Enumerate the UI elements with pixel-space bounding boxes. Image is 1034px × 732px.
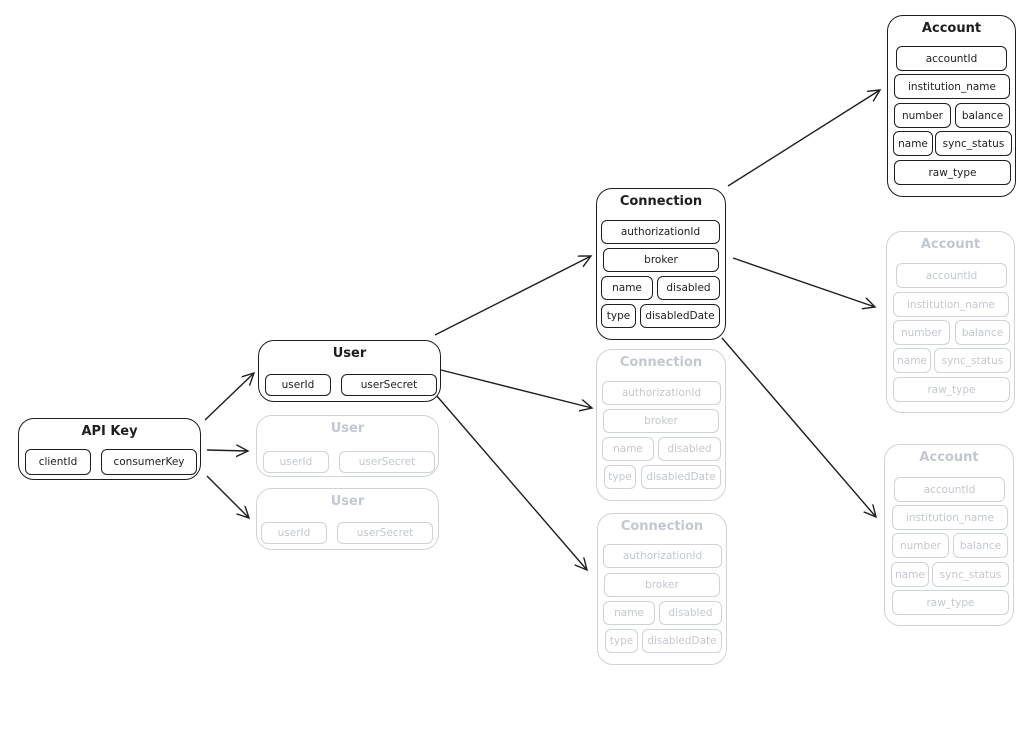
field-name: name [602,437,654,461]
field-institution-name: institution_name [893,292,1009,317]
field-accountid: accountId [896,263,1007,288]
field-number: number [893,320,950,345]
field-name: name [601,276,653,300]
field-sync-status: sync_status [934,348,1011,373]
field-balance: balance [955,320,1010,345]
arrow-apikey-to-user-3 [206,475,249,518]
field-disableddate: disabledDate [642,629,722,653]
field-disabled: disabled [658,437,721,461]
field-broker: broker [604,573,720,597]
entity-connection-1: Connection authorizationId broker name d… [596,188,726,340]
field-usersecret: userSecret [337,522,433,544]
arrow-connection-to-account-3 [721,337,876,517]
entity-user-2: User userId userSecret [256,415,439,477]
entity-connection-2: Connection authorizationId broker name d… [596,349,726,501]
entity-account-3: Account accountId institution_name numbe… [884,444,1014,626]
field-raw-type: raw_type [893,377,1010,402]
field-accountid: accountId [896,46,1007,71]
entity-title: Account [921,21,982,36]
field-number: number [894,103,951,128]
field-sync-status: sync_status [932,562,1009,587]
field-consumerkey: consumerKey [101,449,197,475]
entity-api-key: API Key clientId consumerKey [18,418,201,480]
field-broker: broker [603,409,719,433]
field-institution-name: institution_name [894,74,1010,99]
field-type: type [604,465,636,489]
field-accountid: accountId [894,477,1005,502]
field-balance: balance [953,533,1008,558]
entity-user-1: User userId userSecret [258,340,441,402]
entity-title: Connection [619,194,703,209]
field-authorizationid: authorizationId [603,544,722,568]
arrow-user-to-connection-3 [435,394,587,570]
arrow-apikey-to-user-1 [204,373,254,421]
field-name: name [603,601,655,625]
arrow-user-to-connection-2 [440,369,592,408]
field-disabled: disabled [657,276,720,300]
field-raw-type: raw_type [892,590,1009,615]
field-userid: userId [263,451,329,473]
field-type: type [601,304,636,328]
field-authorizationid: authorizationId [601,220,720,244]
entity-connection-3: Connection authorizationId broker name d… [597,513,727,665]
entity-account-2: Account accountId institution_name numbe… [886,231,1015,413]
field-authorizationid: authorizationId [602,381,721,405]
field-name: name [893,131,933,156]
field-number: number [892,533,949,558]
arrow-connection-to-account-2 [732,257,875,307]
entity-account-1: Account accountId institution_name numbe… [887,15,1016,197]
field-balance: balance [955,103,1010,128]
field-name: name [891,562,929,587]
field-name: name [893,348,931,373]
arrow-connection-to-account-1 [727,90,880,187]
field-institution-name: institution_name [892,505,1008,530]
entity-title: Connection [619,355,703,370]
entity-title: User [332,346,367,361]
field-disableddate: disabledDate [641,465,721,489]
field-disabled: disabled [659,601,722,625]
field-raw-type: raw_type [894,160,1011,185]
field-userid: userId [261,522,327,544]
arrow-apikey-to-user-2 [206,450,248,451]
entity-user-3: User userId userSecret [256,488,439,550]
field-clientid: clientId [25,449,91,475]
field-type: type [605,629,638,653]
arrow-user-to-connection-1 [434,256,591,336]
entity-title: Account [919,450,979,465]
field-userid: userId [265,374,331,396]
entity-title: User [330,494,365,509]
entity-title: Account [920,237,981,252]
field-usersecret: userSecret [341,374,437,396]
field-sync-status: sync_status [935,131,1012,156]
entity-title: User [330,421,365,436]
field-disableddate: disabledDate [640,304,720,328]
field-broker: broker [603,248,719,272]
entity-title: API Key [81,424,138,439]
entity-title: Connection [620,519,704,534]
field-usersecret: userSecret [339,451,435,473]
